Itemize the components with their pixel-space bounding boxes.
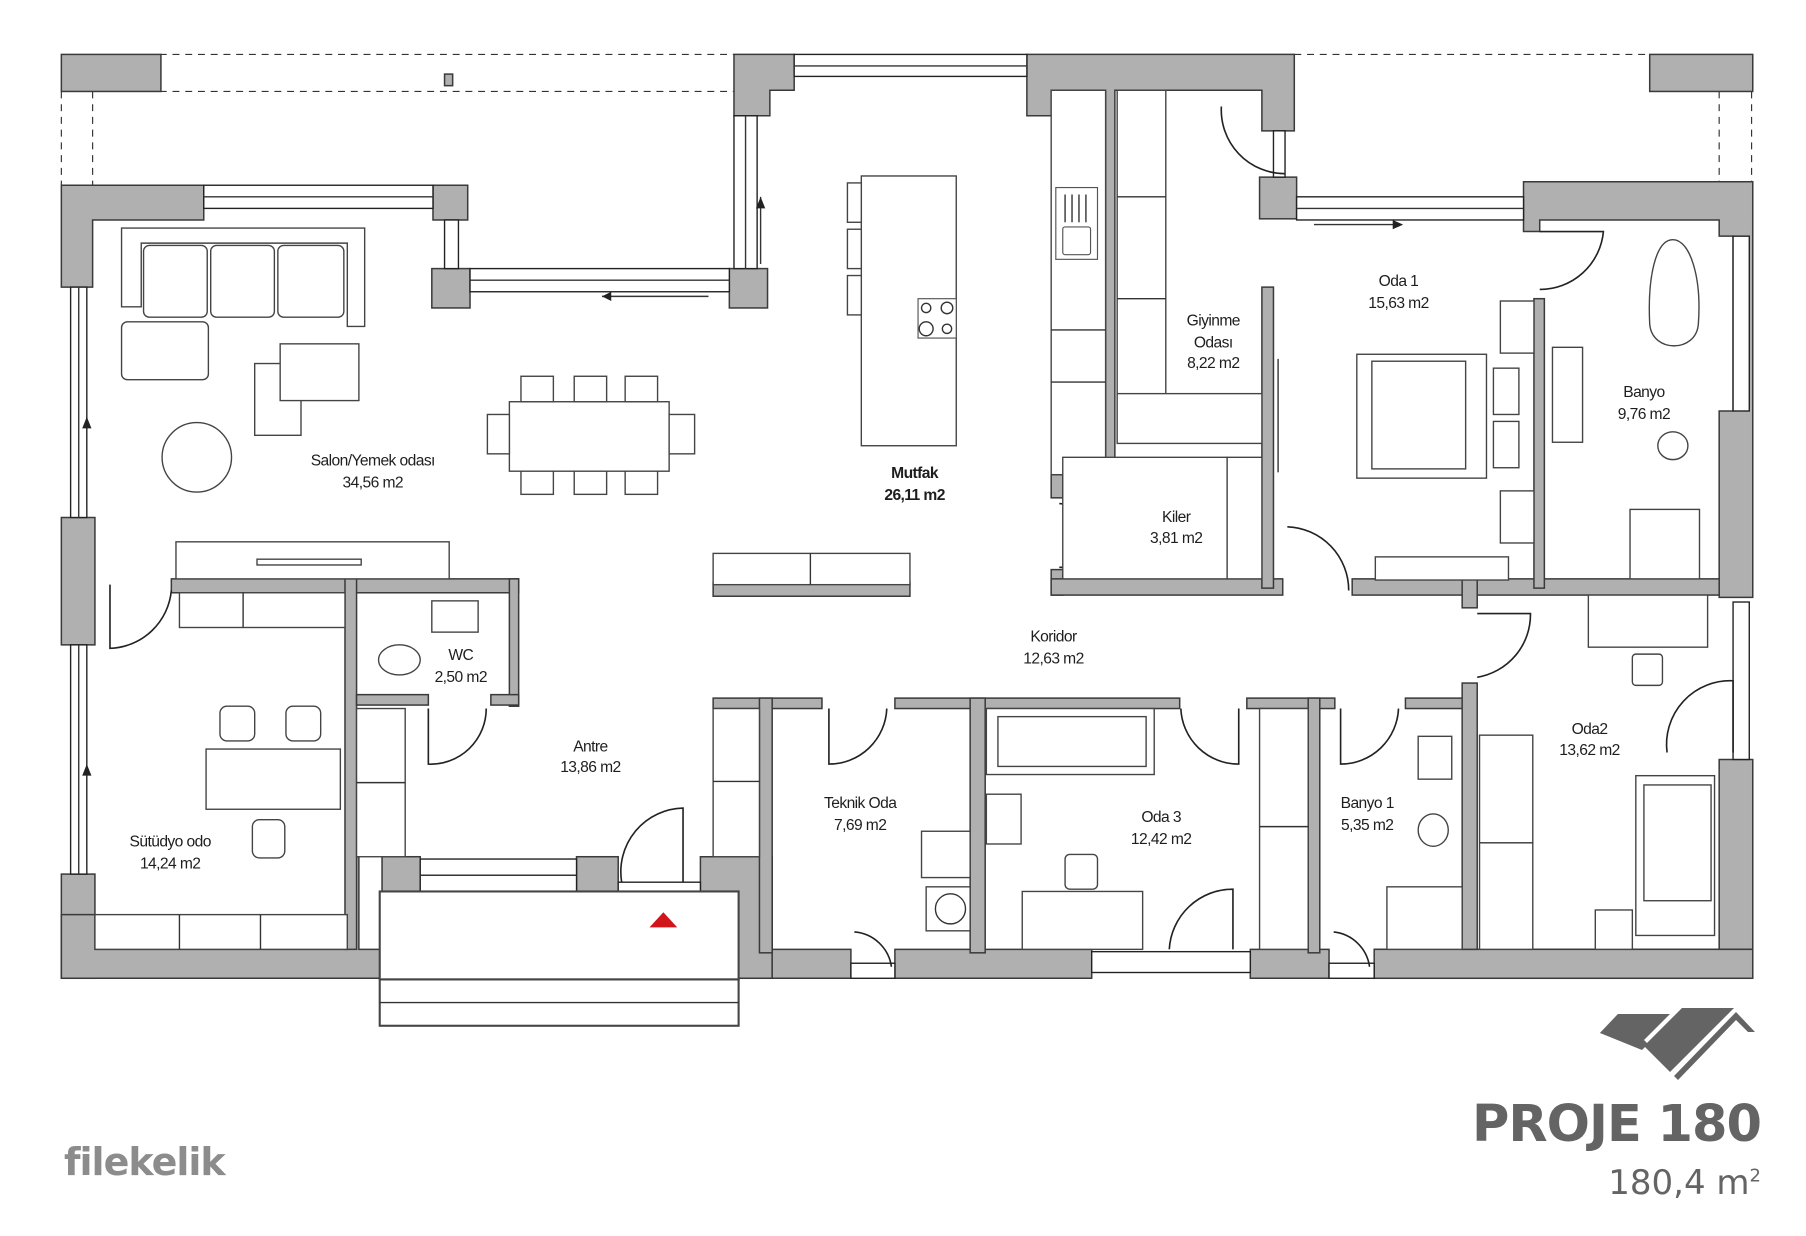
entrance-marker-icon [649, 912, 678, 928]
room-banyo1: Banyo 1 5,35 m2 [1341, 795, 1395, 834]
svg-text:26,11 m2: 26,11 m2 [884, 487, 945, 504]
room-sutudyo: Sütüdyo odo 14,24 m2 [130, 833, 213, 872]
svg-text:Teknik Oda: Teknik Oda [824, 795, 897, 812]
room-mutfak: Mutfak 26,11 m2 [884, 465, 946, 504]
svg-text:Mutfak: Mutfak [891, 465, 939, 482]
brand-logo: filekelik [64, 1140, 226, 1184]
entrance-steps [378, 890, 740, 1027]
room-oda1: Oda 1 15,63 m2 [1368, 273, 1429, 312]
room-banyo: Banyo 9,76 m2 [1618, 384, 1671, 423]
room-salon: Salon/Yemek odası 34,56 m2 [311, 452, 436, 491]
furniture [94, 89, 1716, 951]
svg-text:7,69 m2: 7,69 m2 [834, 817, 886, 834]
project-total-area: 180,4 m2 [1608, 1163, 1761, 1203]
terrace-outline [60, 53, 1753, 186]
svg-text:34,56 m2: 34,56 m2 [343, 474, 403, 491]
room-giyinme: Giyinme Odası 8,22 m2 [1187, 312, 1241, 372]
svg-text:3,81 m2: 3,81 m2 [1150, 530, 1202, 547]
svg-text:Oda 1: Oda 1 [1379, 273, 1419, 290]
svg-text:Koridor: Koridor [1030, 628, 1077, 645]
room-oda2: Oda2 13,62 m2 [1559, 721, 1620, 759]
svg-text:15,63 m2: 15,63 m2 [1368, 295, 1428, 312]
svg-text:Odası: Odası [1194, 334, 1233, 351]
svg-text:Sütüdyo odo: Sütüdyo odo [130, 833, 212, 850]
room-wc: WC 2,50 m2 [435, 647, 488, 686]
svg-text:WC: WC [448, 647, 473, 664]
interior-walls [170, 286, 1720, 954]
svg-text:12,63 m2: 12,63 m2 [1023, 650, 1083, 667]
windows [69, 53, 1750, 979]
svg-text:Banyo: Banyo [1623, 384, 1665, 401]
svg-text:8,22 m2: 8,22 m2 [1187, 355, 1239, 372]
svg-text:Kiler: Kiler [1162, 509, 1191, 526]
svg-text:5,35 m2: 5,35 m2 [1341, 817, 1393, 834]
svg-text:14,24 m2: 14,24 m2 [140, 855, 200, 872]
room-koridor: Koridor 12,63 m2 [1023, 628, 1084, 667]
terrace-column [443, 73, 454, 87]
svg-text:9,76 m2: 9,76 m2 [1618, 406, 1670, 423]
room-antre: Antre 13,86 m2 [560, 738, 621, 776]
svg-text:12,42 m2: 12,42 m2 [1131, 831, 1191, 848]
svg-text:13,62 m2: 13,62 m2 [1559, 742, 1619, 759]
roof-logo-icon [1600, 1008, 1755, 1080]
room-kiler: Kiler 3,81 m2 [1150, 509, 1203, 547]
svg-text:13,86 m2: 13,86 m2 [560, 759, 620, 776]
svg-text:Giyinme: Giyinme [1187, 312, 1240, 329]
project-title: PROJE 180 [1471, 1095, 1762, 1154]
svg-text:Salon/Yemek odası: Salon/Yemek odası [311, 452, 435, 469]
room-teknik-oda: Teknik Oda 7,69 m2 [824, 795, 898, 834]
room-oda3: Oda 3 12,42 m2 [1131, 809, 1192, 848]
svg-text:Antre: Antre [573, 738, 607, 755]
svg-text:Oda2: Oda2 [1572, 721, 1608, 738]
svg-text:Banyo 1: Banyo 1 [1341, 795, 1394, 812]
svg-text:Oda 3: Oda 3 [1141, 809, 1181, 826]
svg-text:2,50 m2: 2,50 m2 [435, 669, 487, 686]
doors [109, 106, 1734, 967]
room-labels: Salon/Yemek odası 34,56 m2 Mutfak 26,11 … [130, 273, 1671, 872]
